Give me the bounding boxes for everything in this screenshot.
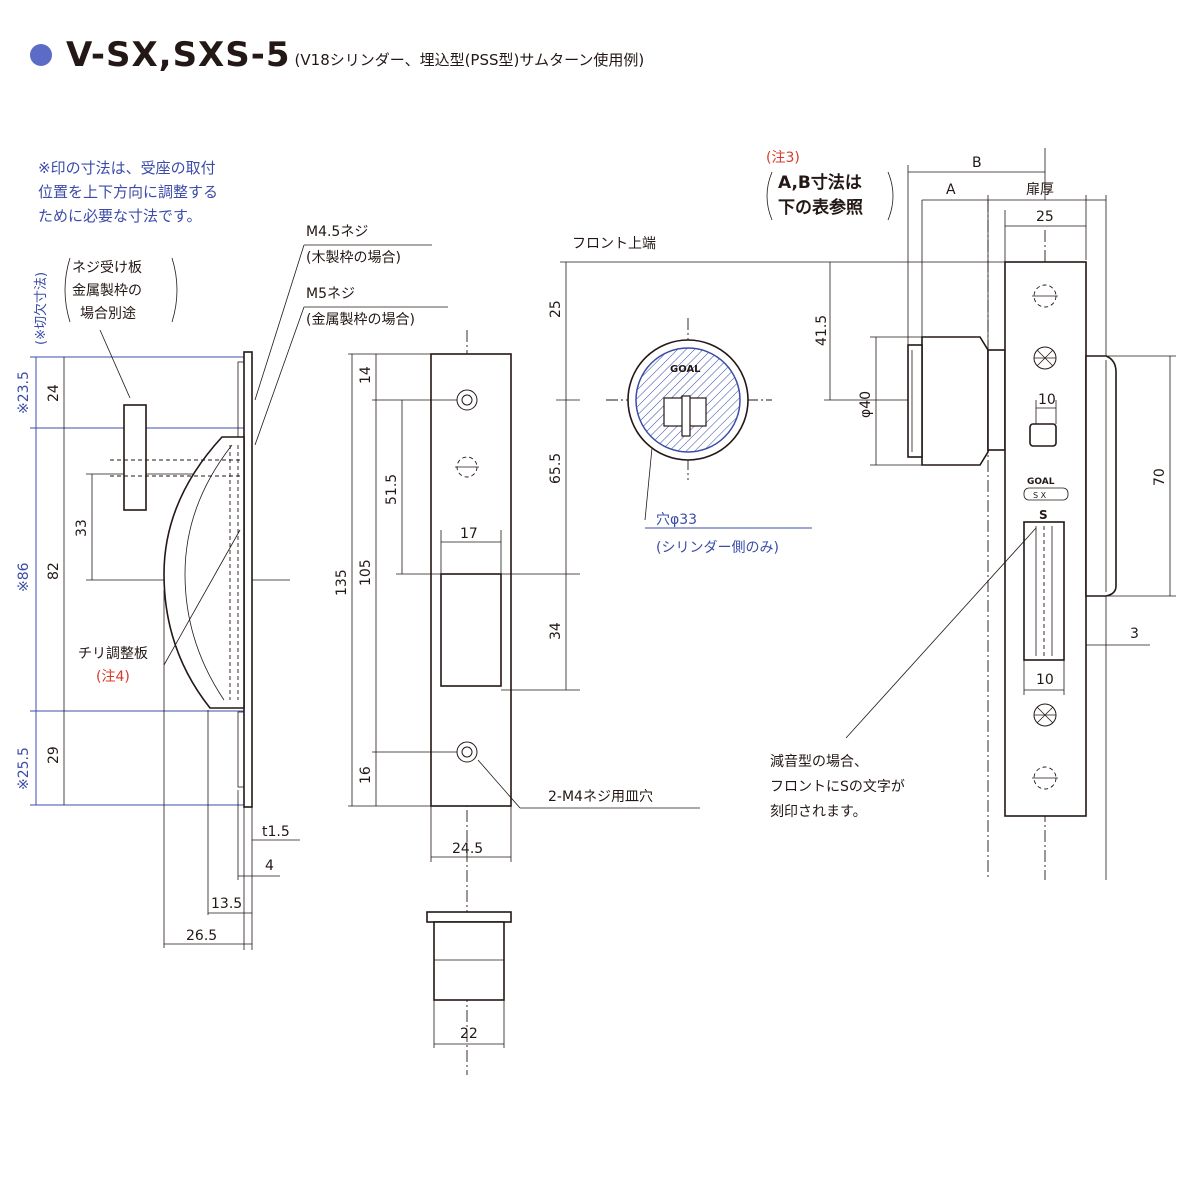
- cylinder-side-dimensions: [824, 262, 922, 466]
- strike-front-dimensions: [348, 353, 512, 862]
- m45-screw-sub: (木製枠の場合): [306, 250, 401, 266]
- lock-vertical-dimensions: [501, 261, 1005, 691]
- thumbturn-side-view: [1085, 355, 1117, 597]
- dim-34: 34: [548, 622, 564, 640]
- screw-plate-bracket-right: [171, 257, 178, 323]
- cylinder-side-view: [907, 336, 1006, 466]
- dim-25-front: 25: [548, 300, 564, 318]
- chiri-plate-note: (注4): [96, 669, 130, 685]
- dim-82: 82: [46, 562, 62, 580]
- dim-24: 24: [46, 384, 62, 402]
- hole-label: 穴φ33: [656, 512, 697, 528]
- dim-door-thickness: 扉厚: [1026, 182, 1054, 198]
- screw-plate-bracket-left: [64, 257, 71, 323]
- dim-86: ※86: [16, 562, 32, 592]
- note3-bracket-left: [766, 171, 773, 221]
- strike-box-view: [426, 911, 512, 1048]
- front-top-label: フロント上端: [572, 236, 656, 252]
- screw-plate-leader: [99, 329, 131, 399]
- dim-16: 16: [358, 766, 374, 784]
- strike-side-view: [110, 351, 253, 808]
- note3-line-2: 下の表参照: [778, 197, 863, 218]
- dim-B: B: [972, 155, 982, 171]
- chiri-plate-label: チリ調整板: [78, 646, 148, 662]
- lock-front-plate: [1004, 261, 1087, 817]
- note3-bracket-right: [887, 171, 894, 221]
- dim-4: 4: [265, 858, 274, 874]
- dim-13-5: 13.5: [211, 896, 242, 912]
- dim-33: 33: [74, 519, 90, 537]
- dim-51-5: 51.5: [384, 474, 400, 505]
- silent-leader: [845, 527, 1037, 739]
- lock-right-dimensions: [1023, 355, 1176, 695]
- adjust-note-line-3: ために必要な寸法です。: [38, 207, 202, 225]
- dim-70: 70: [1152, 468, 1168, 486]
- silent-note-3: 刻印されます。: [770, 804, 867, 820]
- dim-29: 29: [46, 746, 62, 764]
- silent-note-1: 減音型の場合、: [770, 753, 868, 770]
- cutout-label: (※切欠寸法): [33, 272, 49, 345]
- dim-22: 22: [460, 1026, 478, 1042]
- front-s-stamp: S: [1039, 508, 1048, 522]
- dim-135: 135: [334, 569, 350, 596]
- dim-t1-5: t1.5: [262, 824, 290, 840]
- screw-plate-label-1: ネジ受け板: [72, 260, 142, 276]
- m5-screw-label: M5ネジ: [306, 286, 355, 302]
- dim-105: 105: [358, 559, 374, 586]
- cylinder-face-view: GOAL: [606, 318, 772, 480]
- dim-26-5: 26.5: [186, 928, 217, 944]
- dim-3: 3: [1130, 626, 1139, 642]
- screw-plate-label-3: 場合別途: [80, 305, 136, 322]
- title-bullet: [30, 44, 52, 66]
- cylinder-brand: GOAL: [670, 364, 701, 375]
- note3-line-1: A,B寸法は: [778, 172, 862, 193]
- strike-thickness-dimensions: [163, 590, 300, 950]
- countersink-leader: [477, 759, 521, 809]
- chiri-plate-leader: [163, 529, 241, 666]
- dim-25-5: ※25.5: [16, 747, 32, 790]
- title-bar: V-SX,SXS-5 (V18シリンダー、埋込型(PSS型)サムターン使用例): [30, 30, 644, 80]
- dim-24-5: 24.5: [452, 841, 483, 857]
- dim-23-5: ※23.5: [16, 371, 32, 414]
- m45-leader: [254, 244, 305, 401]
- title-sub: (V18シリンダー、埋込型(PSS型)サムターン使用例): [294, 50, 645, 69]
- dim-25-top: 25: [1036, 209, 1054, 225]
- note3-head: (注3): [766, 150, 800, 166]
- dim-41-5: 41.5: [814, 315, 830, 346]
- dim-A: A: [946, 182, 956, 198]
- m45-screw-label: M4.5ネジ: [306, 224, 368, 240]
- dim-10-bottom: 10: [1036, 672, 1054, 688]
- adjust-note-line-1: ※印の寸法は、受座の取付: [38, 159, 216, 177]
- dim-phi40: φ40: [858, 391, 874, 418]
- hole-sub-label: (シリンダー側のみ): [656, 540, 779, 556]
- dim-17: 17: [460, 526, 478, 542]
- m5-screw-sub: (金属製枠の場合): [306, 312, 415, 328]
- m5-leader: [254, 306, 305, 446]
- silent-note-2: フロントにSの文字が: [770, 779, 905, 795]
- dim-14: 14: [358, 366, 374, 384]
- screw-plate-label-2: 金属製枠の: [72, 283, 142, 299]
- dim-65-5: 65.5: [548, 453, 564, 484]
- front-brand: GOAL: [1027, 477, 1055, 487]
- title-main: V-SX,SXS-5: [66, 35, 291, 75]
- front-letters: S X: [1033, 491, 1047, 500]
- strike-front-view: [430, 330, 512, 1075]
- dim-10-top: 10: [1038, 392, 1056, 408]
- hole-leader: [644, 447, 653, 521]
- countersink-label: 2-M4ネジ用皿穴: [548, 789, 653, 805]
- adjust-note-line-2: 位置を上下方向に調整する: [38, 183, 218, 201]
